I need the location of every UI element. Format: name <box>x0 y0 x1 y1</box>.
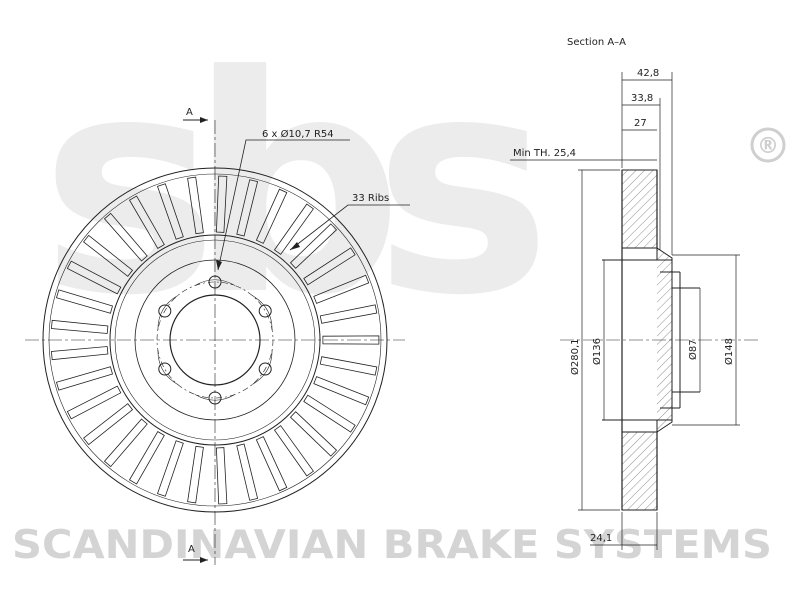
dim-overall-depth: 42,8 <box>621 68 673 255</box>
cooling-rib <box>273 425 314 477</box>
section-marker-top-label: A <box>186 107 193 118</box>
bolt-hole <box>158 304 172 318</box>
cooling-rib <box>128 431 165 485</box>
ribs-callout-text: 33 Ribs <box>352 193 389 204</box>
section-marker-bottom-label: A <box>188 544 195 555</box>
cooling-rib <box>255 436 288 492</box>
min-thickness-label: Min TH. 25,4 <box>513 148 576 159</box>
dim-offset: 27 <box>622 118 657 131</box>
cooling-rib <box>236 443 259 501</box>
hat-depth-label: 33,8 <box>631 93 653 104</box>
company-name-watermark: SCANDINAVIAN BRAKE SYSTEMS <box>12 523 772 568</box>
cooling-rib <box>66 260 122 295</box>
cooling-rib <box>322 335 380 345</box>
cooling-rib <box>255 188 288 244</box>
cooling-rib <box>156 183 184 240</box>
cooling-ribs <box>50 175 380 505</box>
dim-hat-depth: 33,8 <box>622 93 661 250</box>
bolt-callout: 6 x Ø10,7 R54 <box>216 128 350 271</box>
cooling-rib <box>303 247 356 286</box>
hat-diameter-label: Ø136 <box>591 338 603 365</box>
bolt-hole-lobe <box>252 295 273 331</box>
friction-ring-top <box>621 169 658 249</box>
dim-flange-diameter: Ø148 <box>672 254 740 426</box>
cooling-rib <box>187 176 204 235</box>
registered-mark: ® <box>750 127 786 163</box>
section-title: Section A–A <box>567 37 626 48</box>
cooling-rib <box>313 376 370 406</box>
cooling-rib <box>289 223 338 269</box>
registered-mark-text: ® <box>757 134 779 159</box>
cooling-rib <box>319 304 378 324</box>
cooling-rib <box>187 445 204 504</box>
disc-front-view <box>25 120 405 565</box>
ribs-callout: 33 Ribs <box>289 193 410 251</box>
dim-center-bore: Ø87 <box>687 288 701 392</box>
cooling-rib <box>303 394 356 433</box>
center-bore-label: Ø87 <box>687 339 699 360</box>
cooling-rib <box>103 212 148 262</box>
cooling-rib <box>66 385 122 420</box>
cooling-rib <box>215 447 228 505</box>
bolt-hole <box>158 362 172 376</box>
cooling-rib <box>56 289 113 314</box>
cooling-rib <box>50 319 109 334</box>
section-marker-top: A <box>183 107 208 123</box>
dim-disc-thickness: 24,1 <box>590 512 658 550</box>
bolt-hole-lobe <box>194 279 236 286</box>
bolt-hole-lobe <box>252 349 273 385</box>
flange-diameter-label: Ø148 <box>723 338 735 365</box>
cooling-rib <box>215 175 228 233</box>
bolt-callout-text: 6 x Ø10,7 R54 <box>262 128 334 140</box>
cooling-rib <box>289 411 338 457</box>
watermark-logo-text: sbs <box>40 12 542 361</box>
cooling-rib <box>236 179 259 237</box>
cooling-rib <box>56 366 113 391</box>
cooling-rib <box>83 403 134 446</box>
section-marker-bottom: A <box>183 544 208 563</box>
cooling-rib <box>83 234 134 277</box>
offset-label: 27 <box>634 118 647 129</box>
friction-ring-bottom <box>621 431 658 511</box>
disc-thickness-label: 24,1 <box>590 533 612 544</box>
bolt-hole-lobe <box>157 349 178 385</box>
section-view <box>560 169 760 511</box>
dim-hat-diameter: Ø136 <box>591 260 605 420</box>
dim-min-thickness: Min TH. 25,4 <box>510 148 657 161</box>
outer-diameter-label: Ø280,1 <box>569 339 581 376</box>
bolt-hole <box>258 362 272 376</box>
sbs-watermark-logo: sbs <box>40 12 572 361</box>
overall-depth-label: 42,8 <box>637 68 659 79</box>
dim-outer-diameter: Ø280,1 <box>569 169 620 511</box>
cooling-rib <box>128 195 165 249</box>
bolt-hole-lobe <box>157 295 178 331</box>
cooling-rib <box>273 203 314 255</box>
cooling-rib <box>313 274 370 304</box>
cooling-rib <box>103 418 148 468</box>
cooling-rib <box>319 356 378 376</box>
cooling-rib <box>50 346 109 361</box>
cooling-rib <box>156 440 184 497</box>
bolt-hole <box>258 304 272 318</box>
